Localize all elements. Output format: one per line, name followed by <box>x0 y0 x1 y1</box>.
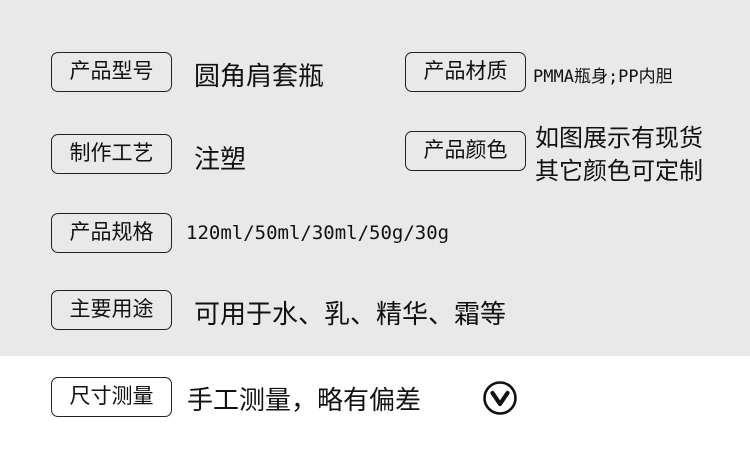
size-spec-value: 120ml/50ml/30ml/50g/30g <box>186 222 450 244</box>
measure-label: 尺寸测量 <box>51 377 172 417</box>
size-spec-label: 产品规格 <box>51 213 172 253</box>
spec-panel-background <box>0 0 750 356</box>
chevron-down-circle-icon <box>483 381 517 415</box>
material-label: 产品材质 <box>405 52 526 92</box>
model-label: 产品型号 <box>51 52 172 92</box>
color-label: 产品颜色 <box>405 131 526 171</box>
model-value: 圆角肩套瓶 <box>194 62 325 92</box>
usage-value: 可用于水、乳、精华、霜等 <box>194 300 507 330</box>
color-value-line1: 如图展示有现货 <box>535 124 703 152</box>
usage-label: 主要用途 <box>51 290 172 330</box>
color-value-line2: 其它颜色可定制 <box>535 157 703 185</box>
material-value: PMMA瓶身;PP内胆 <box>533 67 673 87</box>
measure-value: 手工测量，略有偏差 <box>187 386 422 416</box>
color-value: 如图展示有现货 其它颜色可定制 <box>535 122 703 188</box>
craft-value: 注塑 <box>194 145 247 175</box>
craft-label: 制作工艺 <box>51 134 172 174</box>
